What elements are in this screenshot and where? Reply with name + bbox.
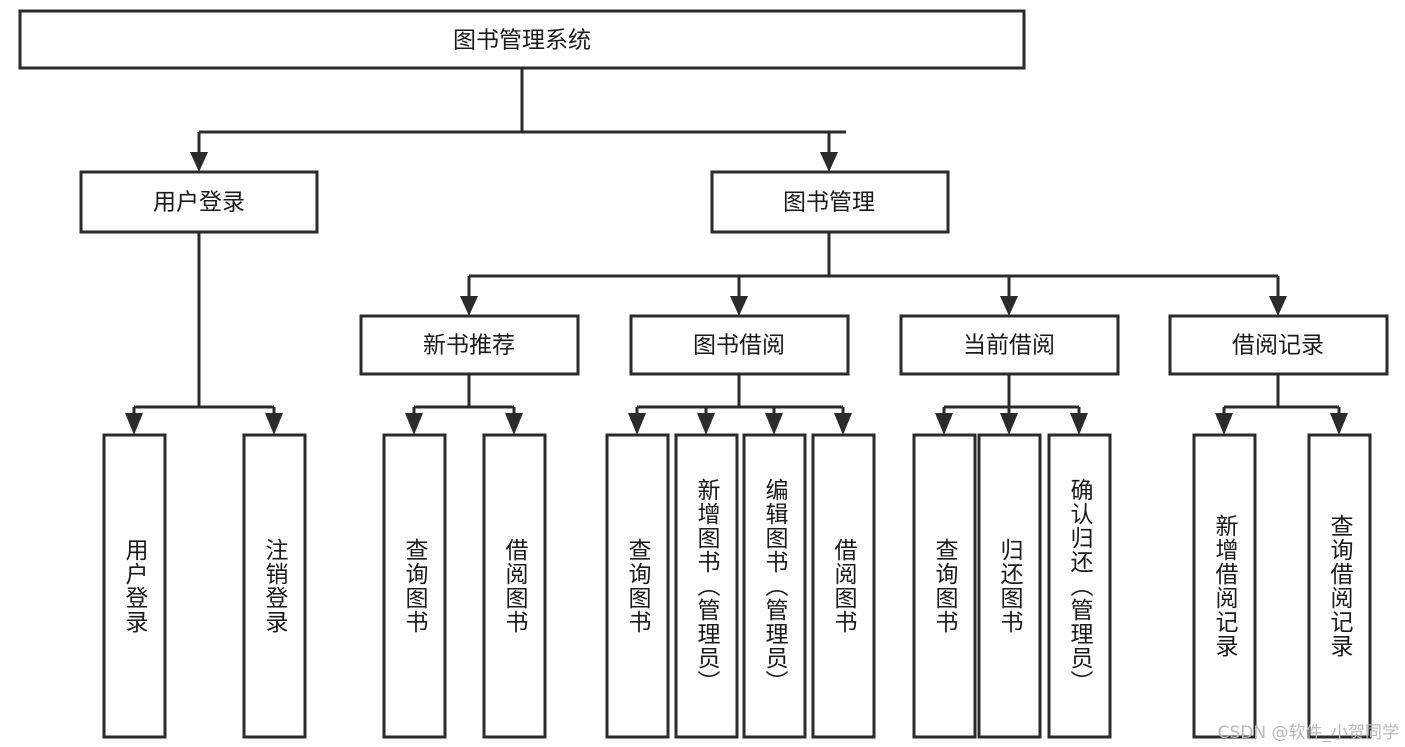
node-label-leaf-user-login: 用户登录 [121,538,149,634]
node-root-system[interactable]: 图书管理系统 [18,9,1026,70]
node-leaf-add-record[interactable]: 新增借阅记录 [1192,433,1257,739]
node-label-leaf-borrow-book-1: 借阅图书 [501,538,529,634]
connector-group-new-book-recommend [405,374,523,435]
node-label-book-management: 图书管理 [783,190,875,216]
node-user-login[interactable]: 用户登录 [79,170,319,234]
node-label-leaf-add-record: 新增借阅记录 [1211,514,1239,658]
node-label-leaf-query-book-1: 查询图书 [401,538,429,634]
node-label-new-book-recommend: 新书推荐 [423,333,515,359]
node-leaf-return-book[interactable]: 归还图书 [977,433,1042,739]
node-leaf-user-login[interactable]: 用户登录 [102,433,167,739]
node-leaf-edit-book[interactable]: 编辑图书（管理员） [742,433,807,739]
node-label-book-borrow: 图书借阅 [693,333,785,359]
connector-group-book-management [460,232,1287,316]
node-leaf-query-book-1[interactable]: 查询图书 [382,433,447,739]
node-label-leaf-confirm-return: 确认归还（管理员） [1066,478,1094,694]
node-book-management[interactable]: 图书管理 [710,170,950,234]
connector-group-book-borrow [628,374,852,435]
connector-group-current-borrow [935,374,1088,435]
node-current-borrow[interactable]: 当前借阅 [899,314,1120,376]
node-label-root: 图书管理系统 [453,28,591,54]
node-label-leaf-logout-login: 注销登录 [261,538,289,634]
node-label-leaf-borrow-book-2: 借阅图书 [830,538,858,634]
node-label-leaf-edit-book: 编辑图书（管理员） [761,478,789,694]
node-label-leaf-query-book-2: 查询图书 [624,538,652,634]
node-label-leaf-query-book-3: 查询图书 [931,538,959,634]
node-leaf-query-book-3[interactable]: 查询图书 [912,433,977,739]
node-leaf-add-book[interactable]: 新增图书（管理员） [674,433,739,739]
node-leaf-query-book-2[interactable]: 查询图书 [605,433,670,739]
connector-group-user-login [125,232,283,435]
node-borrow-record[interactable]: 借阅记录 [1168,314,1389,376]
node-book-borrow[interactable]: 图书借阅 [629,314,850,376]
node-label-user-login: 用户登录 [153,190,245,216]
node-label-borrow-record: 借阅记录 [1232,333,1324,359]
node-label-current-borrow: 当前借阅 [963,333,1055,359]
connector-group-root [190,68,846,172]
node-leaf-borrow-book-2[interactable]: 借阅图书 [811,433,876,739]
node-label-leaf-return-book: 归还图书 [996,538,1024,634]
node-leaf-confirm-return[interactable]: 确认归还（管理员） [1047,433,1112,739]
node-leaf-logout-login[interactable]: 注销登录 [242,433,307,739]
node-label-leaf-query-record: 查询借阅记录 [1326,514,1354,658]
node-new-book-recommend[interactable]: 新书推荐 [359,314,580,376]
connector-group-borrow-record [1215,374,1348,435]
node-label-leaf-add-book: 新增图书（管理员） [693,478,721,694]
node-leaf-borrow-book-1[interactable]: 借阅图书 [482,433,547,739]
node-leaf-query-record[interactable]: 查询借阅记录 [1307,433,1372,739]
